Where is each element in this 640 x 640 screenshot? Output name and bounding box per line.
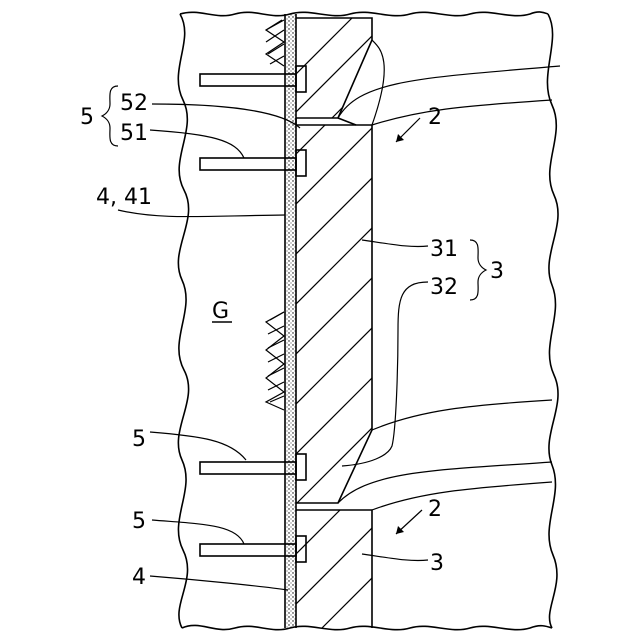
earth-hatch-top xyxy=(266,20,284,66)
ground-label: G xyxy=(212,299,229,324)
bolt-lower-label-1: 5 xyxy=(132,427,146,452)
wall-panel-stack xyxy=(290,0,390,640)
panel-body-label: 31 xyxy=(430,237,458,262)
leader-arrows xyxy=(396,134,404,534)
panel-lower-body-label: 3 xyxy=(430,551,444,576)
break-line-top xyxy=(180,12,548,16)
panel-lug-label: 32 xyxy=(430,275,458,300)
brace-panel-group xyxy=(470,240,486,300)
break-line-left xyxy=(178,14,188,628)
bolt-group-label: 5 xyxy=(80,105,94,130)
sheet-lower-label: 4 xyxy=(132,565,146,590)
break-line-right xyxy=(547,14,558,628)
leader-lines xyxy=(118,104,428,590)
sheet-member xyxy=(285,14,296,628)
bolt-lower-label-2: 5 xyxy=(132,509,146,534)
panel-lower-label: 2 xyxy=(428,497,442,522)
break-line-bottom xyxy=(182,625,552,629)
panel-group-label: 3 xyxy=(490,259,504,284)
sheet-label: 4, 41 xyxy=(96,185,152,210)
brace-bolt-group xyxy=(102,86,118,146)
bolt-shaft-label: 51 xyxy=(120,121,148,146)
bolt-nut-label: 52 xyxy=(120,91,148,116)
earth-hatch-middle xyxy=(266,312,284,410)
panel-upper-label: 2 xyxy=(428,105,442,130)
